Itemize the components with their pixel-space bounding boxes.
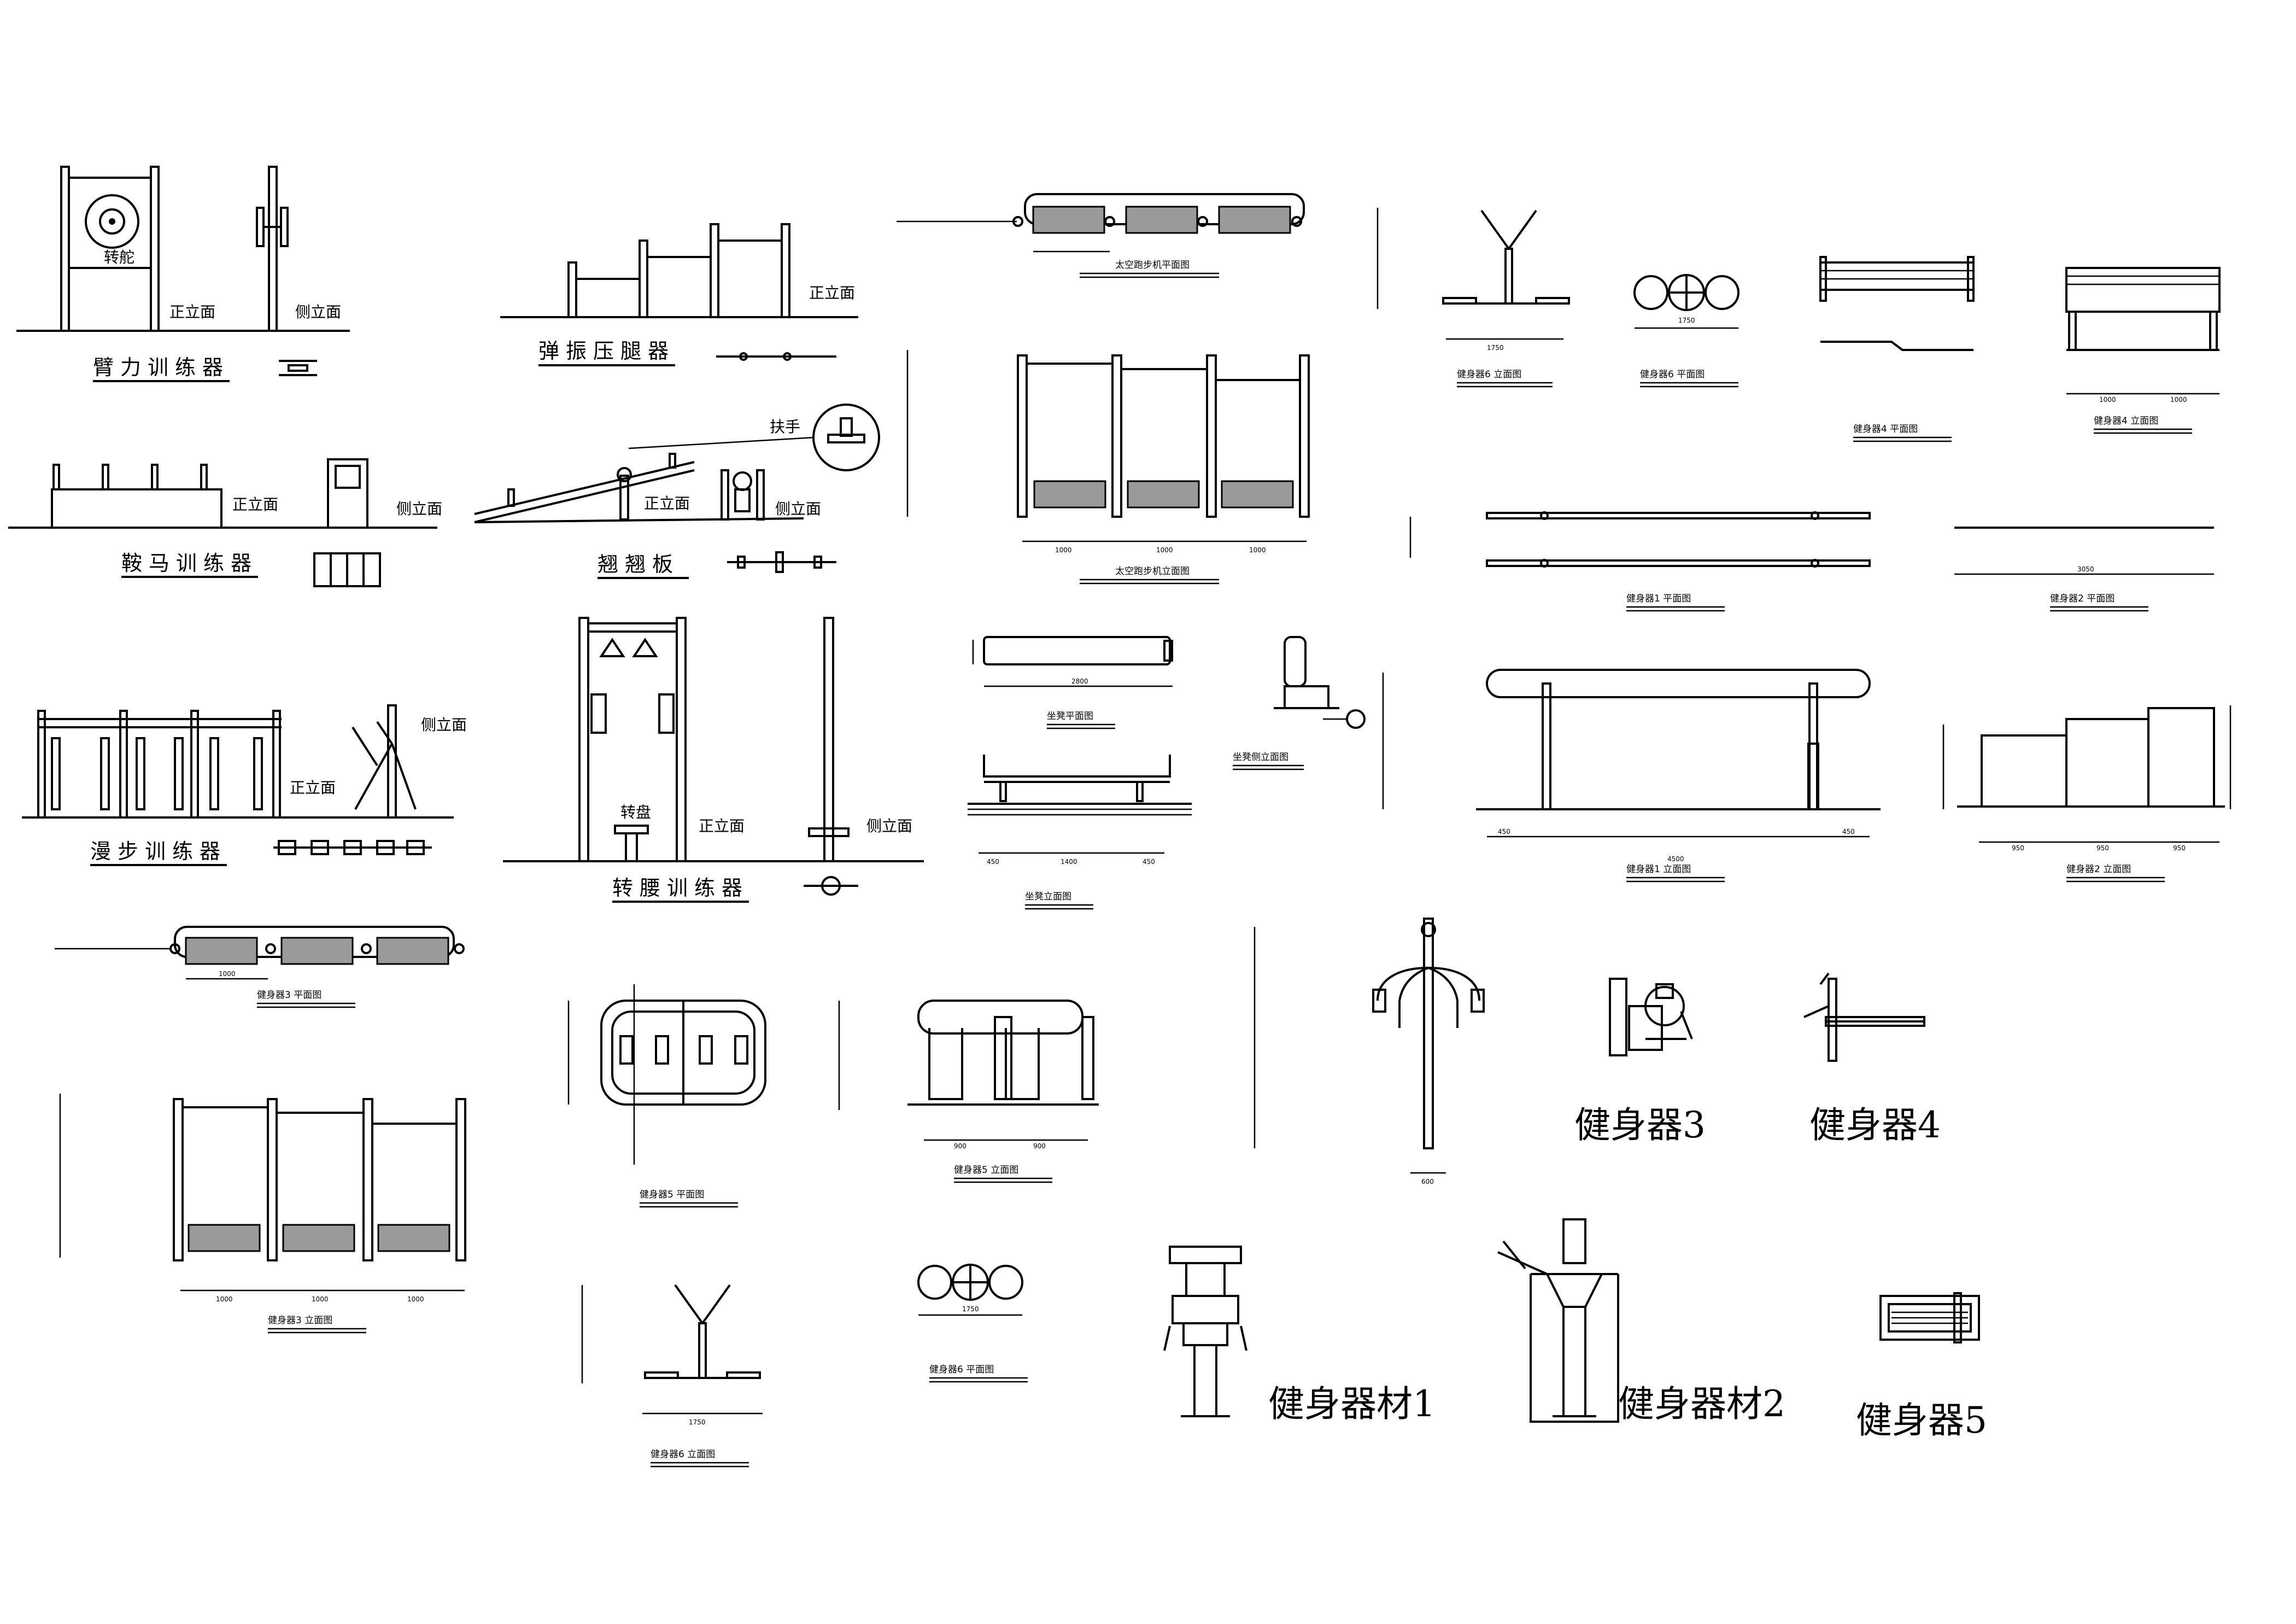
eq1-big-label: 健身器材1 [1268, 1383, 1436, 1425]
f4-sketch-group: 健身器4 [1803, 972, 1941, 1146]
treadmill-plan-caption: 太空跑步机平面图 [1115, 260, 1190, 271]
arm-trainer-group: 转舵 正立面 侧立面 臂力训练器 [16, 166, 350, 382]
f6-elev-group: 1750 健身器6 立面图 [1377, 208, 1570, 388]
walk-front-label: 正立面 [290, 779, 336, 797]
pommel-horse-group: 正立面 侧立面 鞍马训练器 [8, 458, 442, 587]
waist-title: 转腰训练器 [612, 876, 749, 900]
f1-elev-dim-3: 450 [1842, 828, 1855, 836]
arm-title: 臂力训练器 [93, 355, 230, 379]
waist-trainer-group: 转盘 正立面 侧立面 转腰训练器 [503, 617, 924, 903]
f2-elev-caption: 健身器2 立面图 [2066, 864, 2131, 875]
arm-side-label: 侧立面 [295, 303, 341, 321]
f2-plan-dim: 3050 [2077, 565, 2094, 573]
arm-front-label: 正立面 [169, 303, 215, 321]
f6-elev-dim: 1750 [1487, 344, 1504, 352]
f4-big-label: 健身器4 [1809, 1104, 1941, 1146]
walker-group: 正立面 侧立面 漫步训练器 [22, 704, 467, 866]
f1-elev-dim-2: 4500 [1667, 855, 1684, 863]
f2-plan-caption: 健身器2 平面图 [2050, 593, 2115, 604]
f4-group: 健身器4 平面图 1000 1000 健身器4 立面图 [1819, 256, 2221, 442]
bench-elev-dim-2: 1400 [1061, 858, 1077, 866]
waist-front-label: 正立面 [699, 817, 745, 835]
treadmill-dim-3: 1000 [1249, 546, 1266, 554]
bench-elev-dim-3: 450 [1143, 858, 1155, 866]
waist-turntable-label: 转盘 [620, 803, 651, 821]
seesaw-handle-label: 扶手 [770, 418, 800, 436]
f3-elev-group: 1000 1000 1000 健身器3 立面图 [59, 1094, 466, 1334]
f2-elev-group: 950 950 950 健身器2 立面图 [1942, 705, 2231, 883]
f4-elev-caption: 健身器4 立面图 [2094, 416, 2158, 427]
f3-elev-caption: 健身器3 立面图 [268, 1315, 332, 1326]
f6-plan-caption: 健身器6 平面图 [1640, 369, 1705, 380]
f5-elev-dim-1: 900 [954, 1142, 967, 1150]
seesaw-group: 正立面 侧立面 扶手 翘翘板 [474, 404, 880, 579]
f6-lower-caption: 健身器6 立面图 [651, 1449, 715, 1460]
f3-big-label: 健身器3 [1574, 1104, 1706, 1146]
seesaw-title: 翘翘板 [598, 552, 680, 576]
equipment2-group: 健身器材2 [1497, 1218, 1785, 1425]
leg-press-group: 正立面 弹振压腿器 [500, 223, 858, 366]
f5-plan-caption: 健身器5 平面图 [640, 1189, 704, 1200]
treadmill-group: 太空跑步机平面图 1000 1000 1000 太空跑步机立面图 [897, 193, 1310, 585]
walk-side-label: 侧立面 [421, 716, 467, 734]
f6-plan-dim: 1750 [1678, 317, 1695, 324]
waist-side-label: 侧立面 [866, 817, 912, 835]
f1-elev-dim-1: 450 [1498, 828, 1510, 836]
eq2-big-label: 健身器材2 [1618, 1383, 1785, 1425]
bench-elev-caption: 坐凳立面图 [1025, 891, 1071, 902]
f6-plan-group: 1750 健身器6 平面图 [1633, 274, 1739, 388]
arm-wheel-label: 转舵 [104, 248, 134, 266]
f1-plan-caption: 健身器1 平面图 [1626, 593, 1691, 604]
f5-elev-group: 900 900 健身器5 立面图 [838, 1000, 1099, 1183]
f5-sketch-group: 健身器5 [1856, 1292, 1987, 1441]
walk-title: 漫步训练器 [90, 839, 227, 863]
f6-elev-lower-group: 1750 健身器6 立面图 [581, 1284, 763, 1468]
f5-plan-group: 健身器5 平面图 [567, 984, 766, 1208]
treadmill-dim-1: 1000 [1055, 546, 1072, 554]
bench-elev-dim-1: 450 [987, 858, 999, 866]
horse-title: 鞍马训练器 [121, 551, 258, 575]
leg-front-label: 正立面 [809, 284, 855, 302]
f3-elev-dim-2: 1000 [312, 1295, 329, 1303]
bench-plan-caption: 坐凳平面图 [1047, 711, 1093, 722]
f5-elev-dim-2: 900 [1033, 1142, 1046, 1150]
f1-f2-plan-group: 健身器1 平面图 3050 健身器2 平面图 [1409, 511, 2214, 612]
f5-big-label: 健身器5 [1856, 1399, 1987, 1441]
f6-plan-lower-caption: 健身器6 平面图 [929, 1364, 994, 1375]
f2-elev-dim-3: 950 [2173, 844, 2186, 852]
f4-plan-caption: 健身器4 平面图 [1853, 424, 1918, 435]
f6-elev-caption: 健身器6 立面图 [1457, 369, 1521, 380]
f6-lower-dim: 1750 [689, 1418, 706, 1426]
f3-plan-dim: 1000 [219, 970, 236, 978]
f3-plan-caption: 健身器3 平面图 [257, 990, 321, 1001]
equipment1-group: 健身器材1 [1163, 1246, 1436, 1425]
center-pole-group: 600 [1254, 918, 1485, 1185]
f4-elev-dim-1: 1000 [2099, 396, 2116, 404]
f6-plan-lower-dim: 1750 [962, 1305, 979, 1313]
horse-side-label: 侧立面 [396, 500, 442, 518]
center-pole-dim: 600 [1421, 1178, 1434, 1185]
horse-front-label: 正立面 [232, 495, 278, 513]
bench-side-caption: 坐凳侧立面图 [1233, 752, 1288, 763]
f3-elev-dim-3: 1000 [407, 1295, 424, 1303]
f5-elev-caption: 健身器5 立面图 [954, 1165, 1018, 1176]
f3-sketch-group: 健身器3 [1574, 978, 1706, 1146]
leg-title: 弹振压腿器 [538, 339, 675, 363]
f6-plan-lower-group: 1750 健身器6 平面图 [917, 1264, 1028, 1383]
seesaw-front-label: 正立面 [644, 494, 690, 512]
seesaw-side-label: 侧立面 [775, 500, 821, 518]
f4-elev-dim-2: 1000 [2170, 396, 2187, 404]
f2-elev-dim-2: 950 [2096, 844, 2109, 852]
f3-plan-group: 1000 健身器3 平面图 [55, 926, 465, 1008]
f3-elev-dim-1: 1000 [216, 1295, 233, 1303]
f2-elev-dim-1: 950 [2012, 844, 2024, 852]
bench-group: 2800 坐凳平面图 坐凳侧立面图 450 1400 450 坐凳立面图 [968, 636, 1366, 910]
f1-elev-group: 450 4500 450 健身器1 立面图 [1382, 669, 1881, 883]
bench-plan-dim: 2800 [1071, 677, 1088, 685]
f1-elev-caption: 健身器1 立面图 [1626, 864, 1691, 875]
treadmill-dim-2: 1000 [1156, 546, 1173, 554]
treadmill-elev-caption: 太空跑步机立面图 [1115, 566, 1190, 577]
